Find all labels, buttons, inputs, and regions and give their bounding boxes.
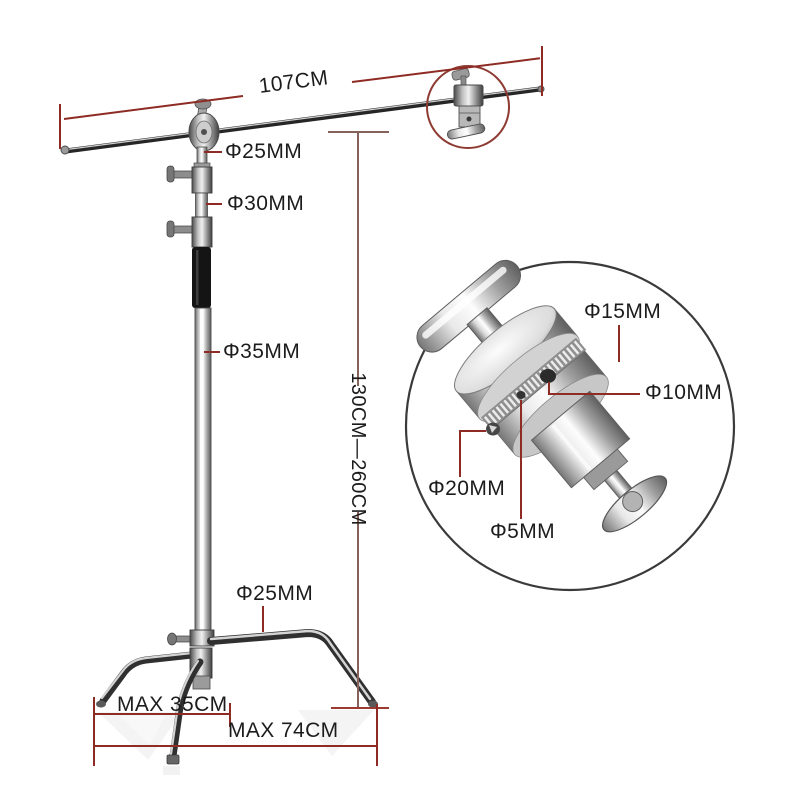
leader-lines [204, 151, 640, 632]
floor-reflections [98, 710, 374, 775]
hole-5mm [516, 391, 526, 399]
dim-inner-spread-line [95, 703, 231, 727]
riser1-diameter-label: Φ25MM [225, 140, 303, 163]
grip-head-exploded [416, 259, 668, 533]
leg-right [207, 628, 378, 708]
inner-spread-label: MAX 35CM [117, 693, 228, 716]
leader-10mm [548, 382, 640, 395]
boom-clamp [446, 68, 486, 140]
boom-clamp-detail [426, 65, 510, 149]
turtle-base [96, 628, 378, 765]
upper-hole-diameter-label: Φ10MM [645, 381, 723, 404]
dim-height-line [328, 131, 389, 709]
grip-head [188, 98, 220, 152]
leg-tube-diameter-label: Φ25MM [236, 582, 314, 605]
black-grip-sleeve [192, 247, 211, 308]
side-hole-diameter-label: Φ20MM [428, 477, 506, 500]
hole-10mm [540, 369, 556, 383]
riser2-diameter-label: Φ30MM [227, 192, 305, 215]
pin-hole-diameter-label: Φ5MM [490, 520, 556, 543]
leader-20mm [459, 430, 486, 477]
dim-outer-spread-line [93, 697, 378, 766]
dim-boom-length-line [59, 46, 543, 149]
leg-middle [166, 658, 204, 765]
main-tube-diameter-label: Φ35MM [223, 340, 301, 363]
outer-spread-label: MAX 74CM [228, 719, 339, 742]
leg-left [96, 651, 196, 708]
boom-left-cap [60, 145, 70, 155]
clamp-detail-circle [426, 65, 510, 149]
top-bolt-diameter-label: Φ15MM [584, 300, 662, 323]
main-column [166, 146, 213, 635]
height-range-label: 130CM—260CM [347, 372, 369, 526]
grip-head-detail-view [404, 259, 736, 592]
